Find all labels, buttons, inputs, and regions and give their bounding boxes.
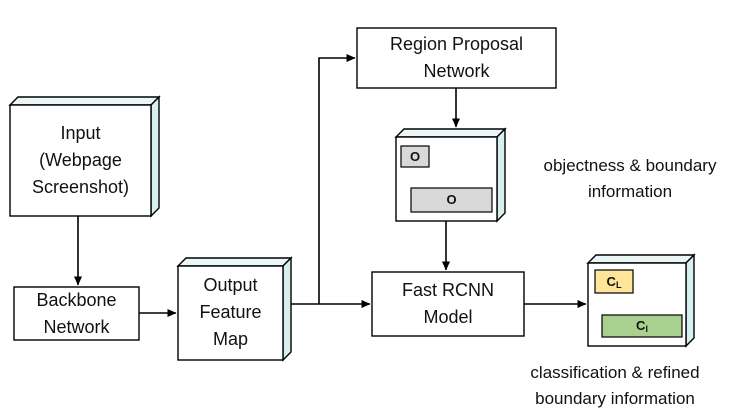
rcnn-caption-line1: classification & refined [530,363,700,382]
input-box [8,95,161,218]
rpn-output-box [394,127,507,223]
rpn-box [356,27,557,89]
rpn-caption-line1: objectness & boundary [543,156,717,175]
rpn-wide-boundary-box [410,187,493,213]
rcnn-small-class-box [594,269,634,294]
rpn-small-objectness-box [400,145,430,168]
rcnn-wide-label: Cl [602,318,682,334]
rcnn-wide-label-main: C [636,318,646,333]
rcnn-small-label-sub: L [615,280,622,290]
rcnn-output-box [586,253,696,348]
backbone-label: Backbone Network [36,290,117,337]
rpn-small-label: O [409,149,421,164]
rcnn-small-label: CL [595,274,633,290]
rpn-wide-label: O [446,192,457,207]
arrow-feature-map-to-rpn [318,54,356,304]
feature-map-box [176,256,293,362]
rpn-caption-line2: information [587,182,673,201]
rpn-label: Region Proposal Network [389,34,524,81]
input-label: Input (Webpage Screenshot) [31,123,130,197]
rcnn-wide-class-box [601,314,683,338]
rcnn-caption-line2: boundary information [535,389,695,408]
rcnn-small-label-main: C [606,274,616,289]
rcnn-wide-label-sub: l [645,324,648,334]
feature-map-label: Output Feature Map [199,275,262,349]
fast-rcnn-box [371,271,525,337]
backbone-box [13,286,140,341]
fast-rcnn-label: Fast RCNN Model [401,280,494,327]
